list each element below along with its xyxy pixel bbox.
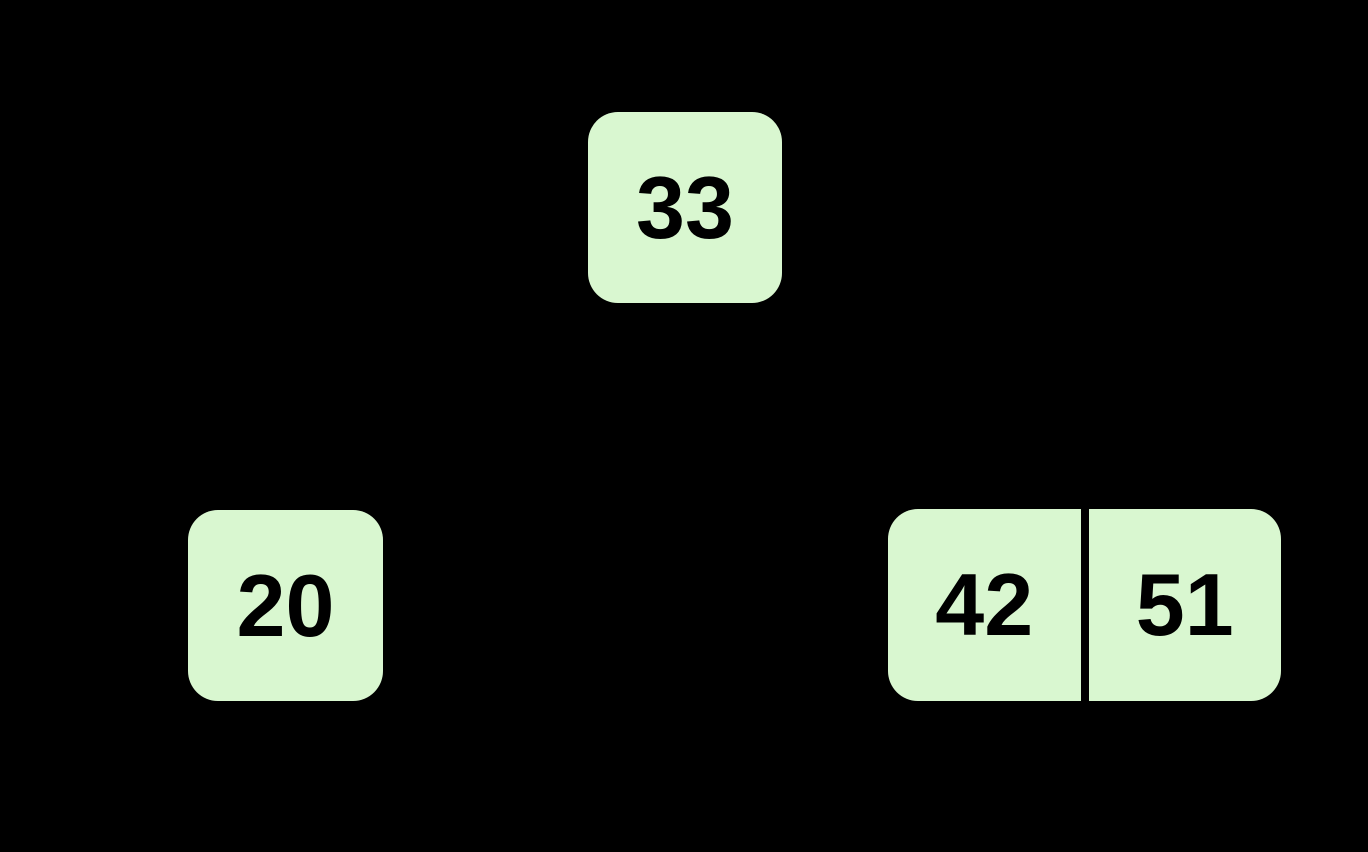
btree-node-root: 33 (588, 112, 782, 303)
node-key-divider (1080, 509, 1089, 701)
btree-node-right-child: 42 51 (888, 509, 1281, 701)
node-key: 42 (935, 555, 1034, 654)
node-key: 51 (1135, 555, 1234, 654)
node-key: 20 (236, 555, 335, 655)
btree-node-left-child: 20 (188, 510, 383, 701)
node-key: 33 (636, 157, 734, 257)
